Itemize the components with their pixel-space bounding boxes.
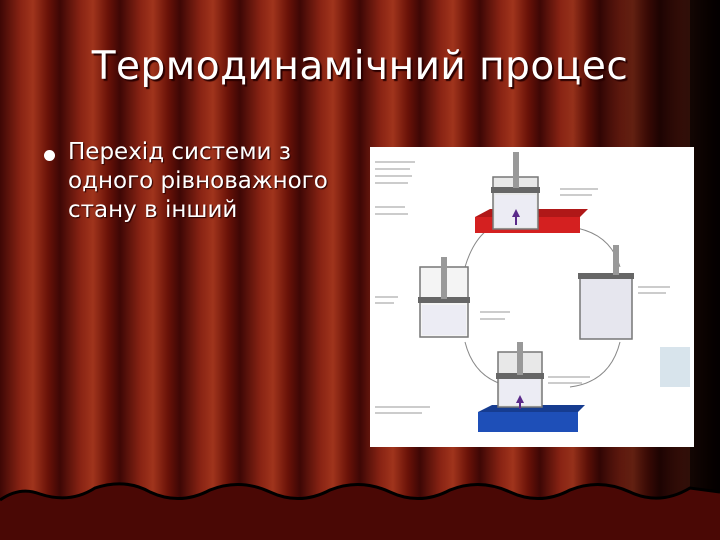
piston-cycle-diagram-icon [375, 152, 690, 432]
slide-title: Термодинамічний процес [91, 44, 629, 89]
piston-cycle-figure [370, 147, 694, 447]
bullet-text: Перехід системи з одного рівноважного ст… [68, 139, 328, 223]
bullet-dot-icon [44, 150, 55, 161]
